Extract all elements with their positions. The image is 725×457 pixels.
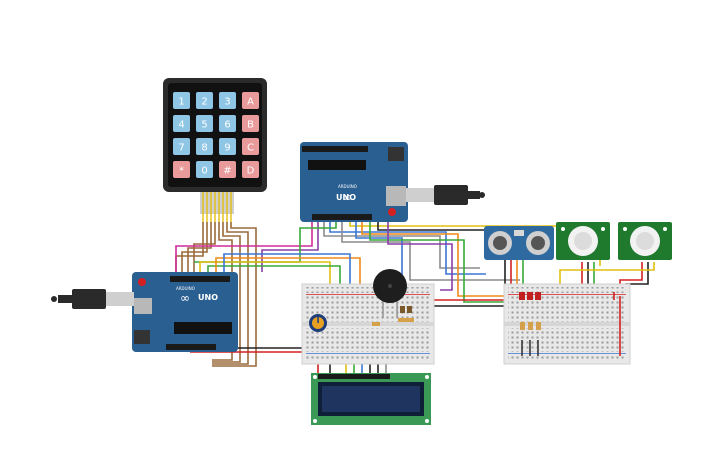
breadboard-right <box>503 283 631 365</box>
keypad-key-label: 0 <box>201 166 207 177</box>
keypad-key-label: A <box>247 97 254 108</box>
arduino-uno-top: UNO ∞ ARDUINO <box>300 142 485 222</box>
keypad-key-3-3 <box>242 161 259 178</box>
ultrasonic-sensor <box>484 226 554 260</box>
keypad-key-label: 3 <box>224 97 230 108</box>
lcd-screen <box>322 386 420 412</box>
keypad-key-label: 5 <box>201 120 207 131</box>
keypad-key-3-0 <box>173 161 190 178</box>
arduino-top-usb-port <box>386 186 406 206</box>
buzzer-icon <box>373 269 407 318</box>
wire-bundle <box>175 220 655 375</box>
keypad-key-1-3 <box>242 115 259 132</box>
arduino-top-model: UNO <box>336 193 356 202</box>
pir-sensor-2 <box>618 222 672 260</box>
keypad-key-2-3 <box>242 138 259 155</box>
arduino-top-logo: ∞ <box>342 190 352 204</box>
arduino-top-reset-button <box>388 208 396 216</box>
keypad-key-label: 7 <box>178 143 184 154</box>
keypad-key-3-1 <box>196 161 213 178</box>
keypad-key-0-2 <box>219 92 236 109</box>
breadboard-left <box>301 283 435 365</box>
keypad-key-1-2 <box>219 115 236 132</box>
keypad-key-label: 6 <box>224 120 230 131</box>
keypad-key-label: 1 <box>178 97 184 108</box>
arduino-top-brand: ARDUINO <box>338 184 357 189</box>
keypad-key-2-0 <box>173 138 190 155</box>
keypad-key-3-2 <box>219 161 236 178</box>
keypad-4x4: 1 2 3 A 4 5 6 B 7 8 9 C * 0 # D <box>163 78 267 222</box>
arduino-bottom-usb-port <box>134 298 152 314</box>
arduino-bottom-logo: ∞ <box>180 291 190 305</box>
resistor-group <box>372 318 414 326</box>
keypad-key-label: D <box>247 166 255 177</box>
led-group-red <box>519 292 541 300</box>
pir-sensor-1 <box>556 222 610 260</box>
keypad-ribbon <box>200 192 234 214</box>
keypad-key-label: # <box>223 166 231 177</box>
keypad-key-0-3 <box>242 92 259 109</box>
led <box>407 306 412 313</box>
keypad-face <box>168 83 262 187</box>
keypad-key-1-1 <box>196 115 213 132</box>
arduino-bottom-reset-button <box>138 278 146 286</box>
lcd-16x2 <box>311 373 431 425</box>
potentiometer-icon <box>309 314 327 332</box>
led <box>400 306 405 313</box>
usb-cable-icon <box>51 289 134 309</box>
keypad-key-label: 8 <box>201 143 207 154</box>
keypad-key-label: 2 <box>201 97 207 108</box>
keypad-key-label: * <box>179 166 184 177</box>
keypad-key-label: C <box>247 143 254 154</box>
keypad-keys: 1 2 3 A 4 5 6 B 7 8 9 C * 0 # D <box>173 92 259 178</box>
arduino-uno-bottom: UNO ∞ ARDUINO <box>51 272 238 352</box>
arduino-bottom-model: UNO <box>198 293 218 302</box>
keypad-key-label: B <box>247 120 254 131</box>
resistor-group <box>520 322 541 330</box>
keypad-key-2-2 <box>219 138 236 155</box>
arduino-bottom-brand: ARDUINO <box>176 286 195 291</box>
keypad-key-0-1 <box>196 92 213 109</box>
keypad-key-0-0 <box>173 92 190 109</box>
usb-cable-icon <box>406 185 485 205</box>
keypad-key-label: 4 <box>178 120 184 131</box>
keypad-key-1-0 <box>173 115 190 132</box>
keypad-key-2-1 <box>196 138 213 155</box>
keypad-key-label: 9 <box>224 143 230 154</box>
